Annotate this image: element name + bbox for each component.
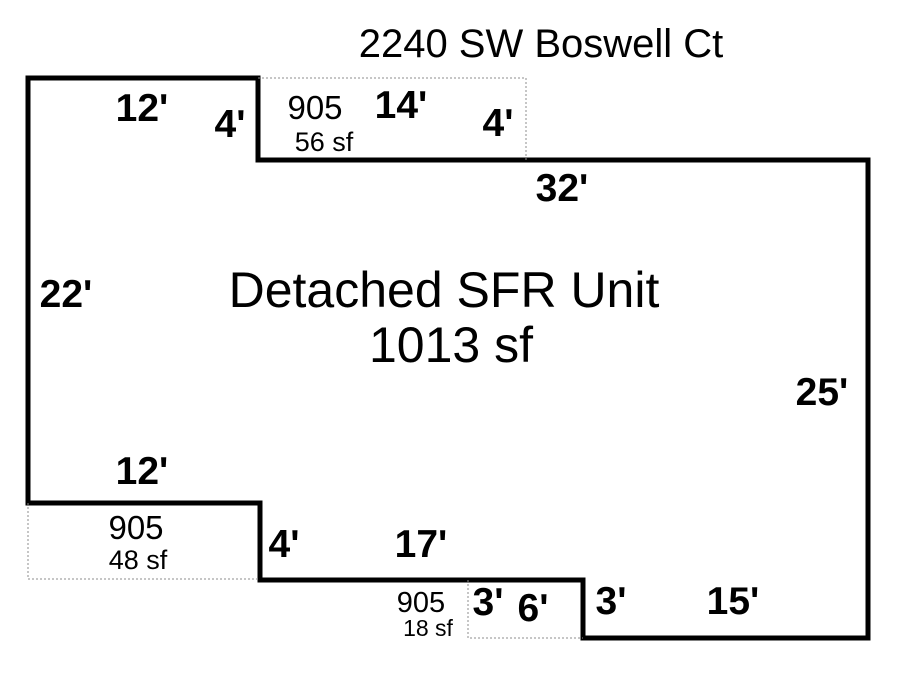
- dim-step-right-3: 3': [596, 580, 627, 623]
- dim-top-32: 32': [536, 167, 589, 210]
- patio-left-dotted-outline: [27, 503, 260, 580]
- porch-area-size: 56 sf: [295, 127, 354, 157]
- unit-name-label: Detached SFR Unit: [229, 262, 660, 318]
- dim-patio-bottom-6: 6': [518, 587, 549, 630]
- dim-top-12: 12': [116, 87, 169, 130]
- patio-mid-area-size: 18 sf: [403, 615, 453, 641]
- porch-area-code: 905: [287, 89, 342, 126]
- dim-bottom-step-4: 4': [269, 523, 300, 566]
- patio-mid-dotted-outline: [467, 580, 583, 639]
- dim-bottom-15: 15': [707, 580, 760, 623]
- patio-mid-area-code: 905: [397, 587, 445, 619]
- dim-bottom-12: 12': [116, 450, 169, 493]
- porch-dotted-outline: [258, 77, 527, 160]
- patio-left-area-size: 48 sf: [109, 545, 168, 575]
- dim-right-25: 25': [796, 371, 849, 414]
- unit-area-label: 1013 sf: [369, 317, 533, 373]
- dim-top-step-4: 4': [215, 103, 246, 146]
- dim-porch-top-14: 14': [375, 84, 428, 127]
- dim-left-22: 22': [40, 273, 93, 316]
- address-title: 2240 SW Boswell Ct: [359, 22, 724, 66]
- patio-left-area-code: 905: [108, 509, 163, 546]
- dim-bottom-17: 17': [395, 523, 448, 566]
- dim-porch-right-4: 4': [483, 102, 514, 145]
- dim-patio-left-3: 3': [473, 581, 504, 624]
